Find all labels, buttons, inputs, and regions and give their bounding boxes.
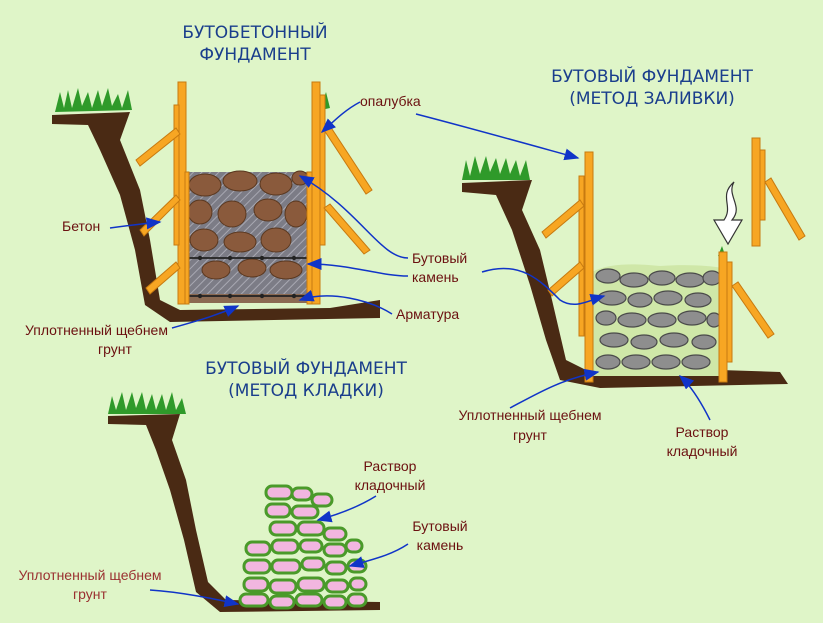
compacted-base xyxy=(184,293,310,303)
label-compacted-gravel-1: Уплотненный щебнем xyxy=(25,322,168,338)
arrows-diagram1 xyxy=(109,101,409,329)
arrows-diagram3 xyxy=(149,495,409,608)
rubble-pour-method-foundation: БУТОВЫЙ ФУНДАМЕНТ (МЕТОД ЗАЛИВКИ) Уплотн… xyxy=(415,65,806,459)
label-mortar-1-line2: кладочный xyxy=(667,443,738,459)
rubble-concrete-foundation: БУТОБЕТОННЫЙ ФУНДАМЕНТ опалубка Бетон Бу… xyxy=(25,21,467,357)
label-rubble-stone-1-line2: камень xyxy=(412,269,459,285)
label-rubble-stone-2-line1: Бутовый xyxy=(412,518,467,534)
lower-formwork-arrow-icon xyxy=(712,181,744,246)
grass-icon xyxy=(462,156,530,180)
label-concrete: Бетон xyxy=(62,218,100,234)
label-mortar-2-line1: Раствор xyxy=(364,458,417,474)
label-formwork: опалубка xyxy=(360,93,421,109)
title-rubble-concrete-line2: ФУНДАМЕНТ xyxy=(199,45,311,65)
title-rubble-concrete-line1: БУТОБЕТОННЫЙ xyxy=(182,21,327,43)
label-rubble-stone-2-line2: камень xyxy=(417,537,464,553)
formwork-raised xyxy=(751,137,806,247)
formwork-right xyxy=(718,251,775,383)
label-rubble-stone-1-line1: Бутовый xyxy=(412,250,467,266)
label-mortar-2-line2: кладочный xyxy=(355,477,426,493)
rebar xyxy=(188,257,308,297)
label-compacted-gravel-2: Уплотненный щебнем xyxy=(459,407,602,423)
label-mortar-1-line1: Раствор xyxy=(676,424,729,440)
title-masonry-method-line1: БУТОВЫЙ ФУНДАМЕНТ xyxy=(205,357,407,379)
label-soil-1: грунт xyxy=(98,341,132,357)
rubble-masonry-method-foundation: БУТОВЫЙ ФУНДАМЕНТ (МЕТОД КЛАДКИ) Раствор… xyxy=(19,357,468,612)
arrows-diagram2 xyxy=(415,113,711,421)
formwork-right xyxy=(306,81,373,305)
title-pour-method-line1: БУТОВЫЙ ФУНДАМЕНТ xyxy=(551,65,753,87)
concrete-stones xyxy=(187,170,309,280)
formwork-left xyxy=(541,151,594,383)
label-rebar: Арматура xyxy=(396,306,459,322)
rubble-stones xyxy=(595,268,722,370)
label-soil-3: грунт xyxy=(73,586,107,602)
masonry-stones xyxy=(238,484,368,610)
label-soil-2: грунт xyxy=(513,427,547,443)
rebar-dots xyxy=(197,255,297,299)
grass-icon xyxy=(55,88,132,112)
soil-trench xyxy=(108,414,380,612)
title-pour-method-line2: (МЕТОД ЗАЛИВКИ) xyxy=(569,89,735,109)
grass-icon xyxy=(108,392,186,414)
title-masonry-method-line2: (МЕТОД КЛАДКИ) xyxy=(228,381,384,401)
label-compacted-gravel-3: Уплотненный щебнем xyxy=(19,567,162,583)
